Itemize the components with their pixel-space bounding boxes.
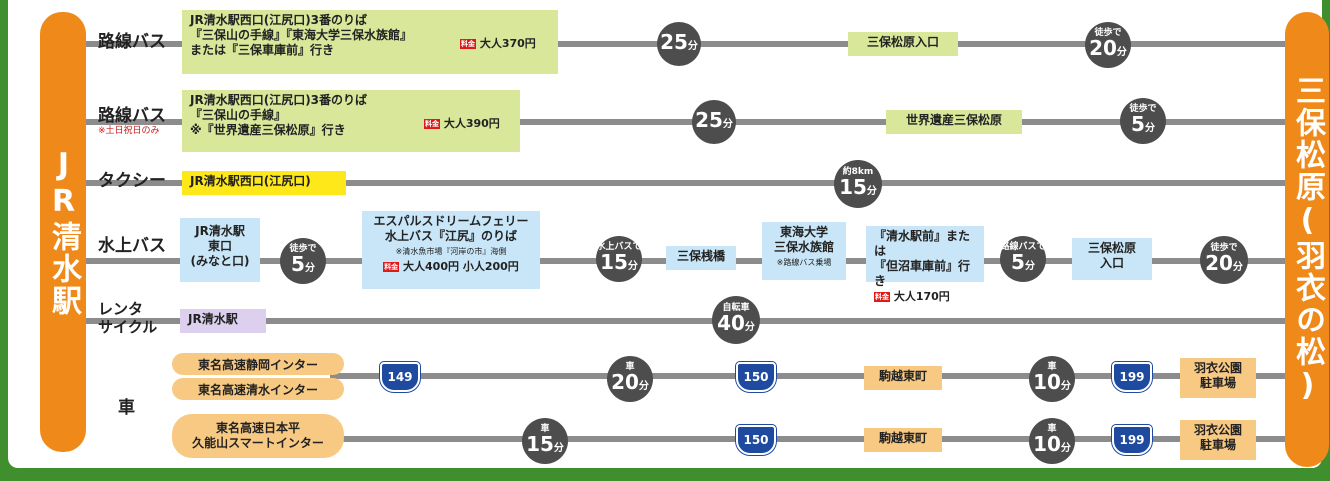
destination-spot: 三保松原(羽衣の松): [1285, 12, 1329, 467]
origin-station: JR清水駅: [40, 12, 86, 452]
bus1-info-box: JR清水駅西口(江尻口)3番のりば 『三保山の手線』『東海大学三保水族館』 また…: [182, 10, 558, 74]
car1-stop-box: 駒越東町: [864, 366, 942, 390]
bus2-info-box: JR清水駅西口(江尻口)3番のりば 『三保山の手線』 ※『世界遺産三保松原』行き…: [182, 90, 520, 152]
transfer-bus-box: 『清水駅前』または 『但沼車庫前』行き 料金 大人170円: [866, 226, 984, 303]
bus2-route-text: 『三保山の手線』: [190, 108, 287, 122]
ic-shizuoka: 東名高速静岡インター: [172, 353, 344, 375]
car2-stop-box: 駒越東町: [864, 428, 942, 452]
route-150-icon: 150: [736, 362, 776, 392]
bus1-time-circle: 25分: [657, 22, 701, 66]
bus1-dest-text: または『三保車庫前』行き: [190, 43, 335, 57]
mode-label-cycle: レンタサイクル: [98, 300, 158, 336]
route-199-icon: 199: [1112, 362, 1152, 392]
bus1-fee: 料金 大人370円: [460, 37, 536, 50]
waterbus-stop-box: 三保松原 入口: [1072, 238, 1152, 280]
bus2-dest-text: ※『世界遺産三保松原』行き: [190, 123, 346, 137]
mode-label-taxi: タクシー: [98, 171, 166, 191]
waterbus-start-box: JR清水駅 東口 (みなと口): [180, 218, 260, 282]
mode-label-bus: 路線バス: [98, 32, 166, 52]
bus1-stop-box: 三保松原入口: [848, 32, 958, 56]
cycle-info-box: JR清水駅: [180, 309, 266, 333]
route-149-icon: 149: [380, 362, 420, 392]
aquarium-box: 東海大学 三保水族館 ※路線バス乗場: [762, 222, 846, 280]
bus2-time-circle: 25分: [692, 100, 736, 144]
ic-nihondaira: 東名高速日本平 久能山スマートインター: [172, 414, 344, 458]
bus1-stop-text: JR清水駅西口(江尻口)3番のりば: [190, 13, 368, 27]
route-line-car2: [330, 436, 1295, 442]
bus2-stop-box: 世界遺産三保松原: [886, 110, 1022, 134]
mode-label-waterbus: 水上バス: [98, 236, 166, 256]
route-150b-icon: 150: [736, 425, 776, 455]
pier-box: 三保桟橋: [666, 246, 736, 270]
bus1-route-text: 『三保山の手線』『東海大学三保水族館』: [190, 28, 413, 42]
route-199b-icon: 199: [1112, 425, 1152, 455]
mode-label-car: 車: [118, 398, 135, 418]
route-line-cycle: [80, 318, 1295, 324]
park2-box: 羽衣公園 駐車場: [1180, 420, 1256, 460]
route-line-bus2: [80, 119, 1295, 125]
fee-icon: 料金: [874, 292, 890, 302]
fee-icon: 料金: [460, 39, 476, 49]
fee-icon: 料金: [424, 119, 440, 129]
bus2-fee: 料金 大人390円: [424, 117, 500, 130]
ferry-info-box: エスパルスドリームフェリー 水上バス『江尻』のりば ※清水魚市場『河岸の市』海側…: [362, 211, 540, 289]
park1-box: 羽衣公園 駐車場: [1180, 358, 1256, 398]
taxi-info-box: JR清水駅西口(江尻口): [182, 171, 346, 195]
weekend-note: ※土日祝日のみ: [98, 126, 160, 136]
fee-icon: 料金: [383, 262, 400, 272]
route-line-taxi: [80, 180, 1295, 186]
route-line-car1: [330, 373, 1295, 379]
bus2-stop-text: JR清水駅西口(江尻口)3番のりば: [190, 93, 368, 107]
mode-label-bus-weekend: 路線バス※土日祝日のみ: [98, 106, 166, 136]
ic-shimizu: 東名高速清水インター: [172, 378, 344, 400]
